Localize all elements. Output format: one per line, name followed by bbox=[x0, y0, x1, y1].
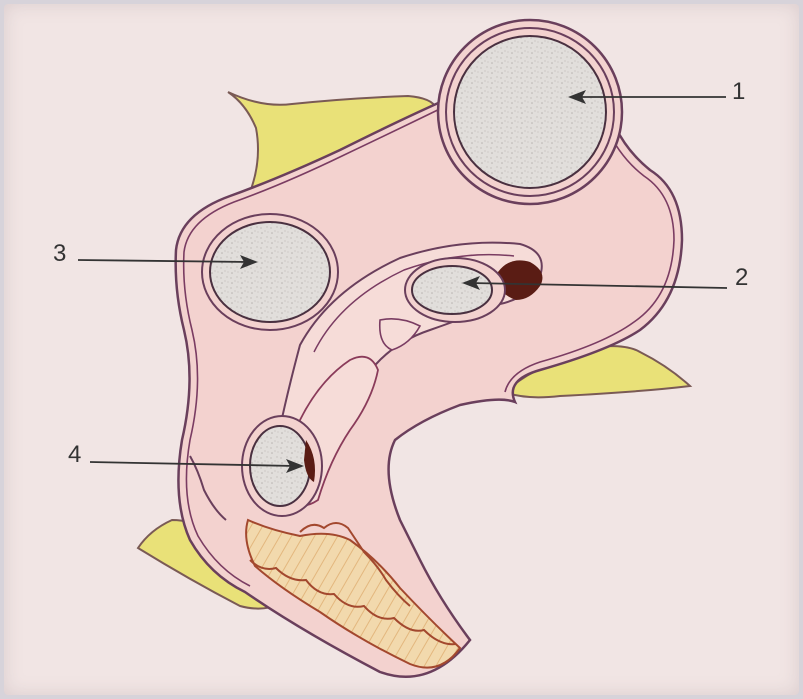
label-3: 3 bbox=[53, 242, 66, 266]
label-1: 1 bbox=[732, 80, 745, 104]
node-1 bbox=[454, 36, 606, 188]
label-2: 2 bbox=[735, 266, 748, 290]
node-3 bbox=[210, 222, 330, 322]
label-4: 4 bbox=[68, 443, 81, 467]
